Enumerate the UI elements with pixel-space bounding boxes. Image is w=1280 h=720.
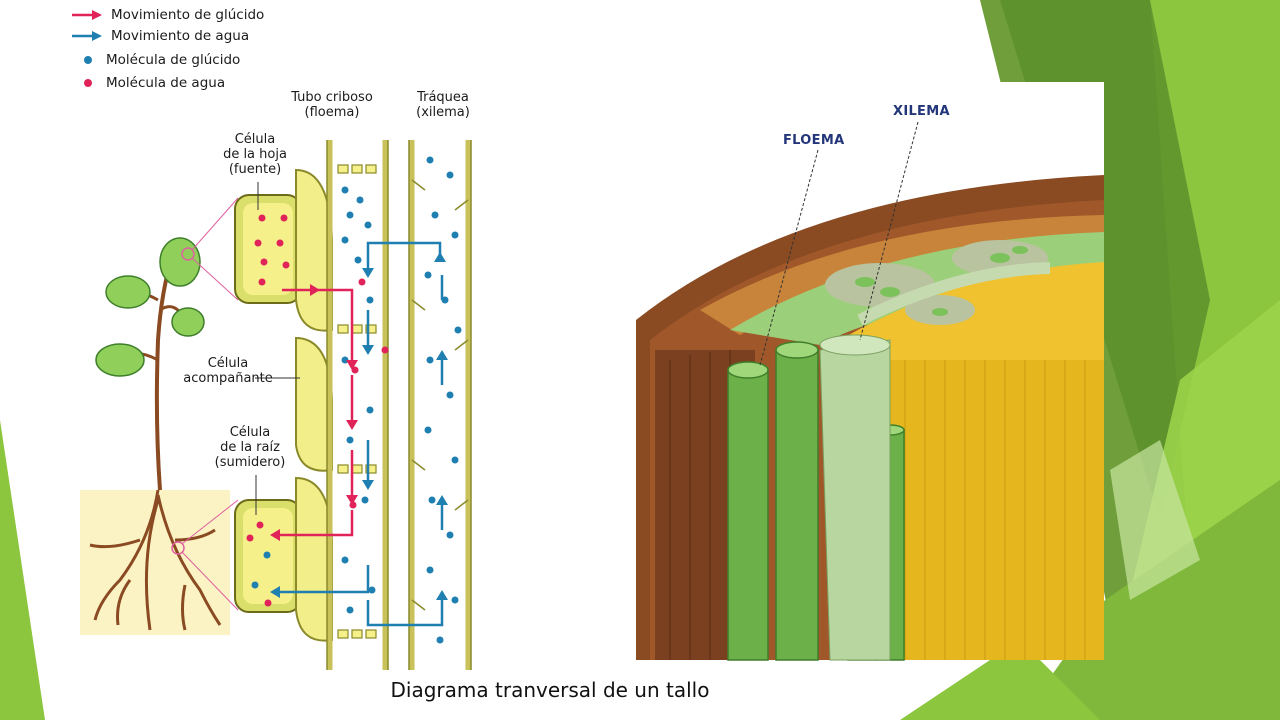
label-companion-cell: Célula acompañante — [183, 356, 273, 386]
label-phloem: FLOEMA — [783, 133, 845, 148]
legend-sugar-molecule: Molécula de glúcido — [80, 52, 240, 68]
arrow-right-icon — [72, 31, 102, 41]
legend-label: Molécula de agua — [106, 75, 226, 91]
legend-water-movement: Movimiento de agua — [72, 28, 249, 44]
arrow-right-icon — [72, 10, 102, 20]
roots — [89, 489, 222, 631]
label-root-cell: Célula de la raíz (sumidero) — [214, 425, 286, 470]
trachea-walls — [409, 140, 471, 670]
sugar-flow-arrows — [280, 288, 354, 537]
water-flow-arrows — [280, 241, 444, 627]
legend-label: Molécula de glúcido — [106, 52, 241, 68]
sugar-dots — [246, 214, 389, 607]
label-trachea: Tráquea (xilema) — [416, 90, 470, 120]
sieve-tube-walls — [327, 140, 388, 670]
label-sieve-tube: Tubo criboso (floema) — [291, 90, 373, 120]
legend-label: Movimiento de agua — [111, 28, 250, 44]
label-xylem: XILEMA — [893, 104, 950, 119]
leaves — [95, 237, 205, 377]
label-leaf-cell: Célula de la hoja (fuente) — [223, 132, 287, 177]
dot-icon — [84, 56, 92, 64]
legend-label: Movimiento de glúcido — [111, 7, 265, 23]
dot-icon — [84, 79, 92, 87]
caption: Diagrama tranversal de un tallo — [390, 678, 710, 702]
water-dots — [251, 156, 462, 644]
legend-sugar-movement: Movimiento de glúcido — [72, 7, 264, 23]
legend-water-molecule: Molécula de agua — [80, 75, 225, 91]
